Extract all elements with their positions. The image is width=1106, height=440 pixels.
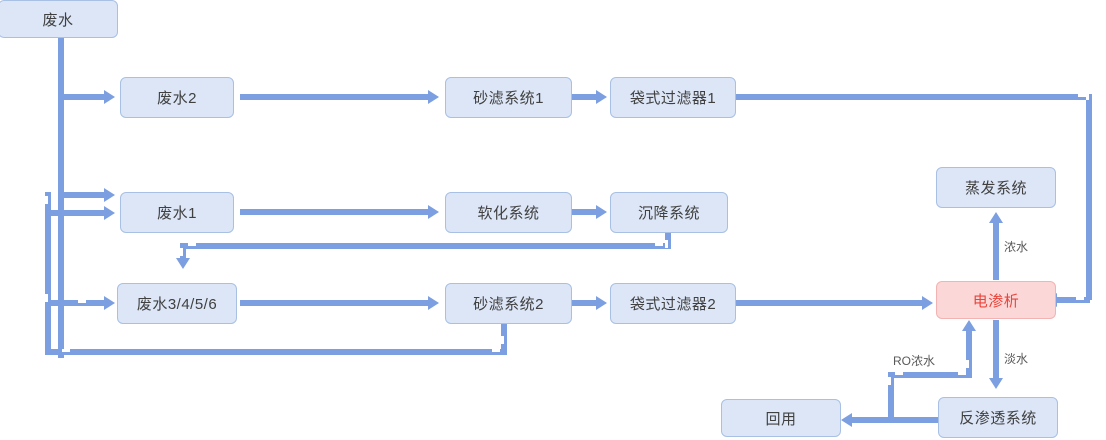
connector-bottom-return-up — [501, 320, 507, 352]
arrowhead-to-ww2 — [104, 90, 115, 104]
arrowhead-ed-from-bagfilter2 — [922, 296, 933, 310]
node-label-softening: 软化系统 — [477, 205, 540, 222]
joint-ww3456-branch — [45, 294, 48, 302]
connector-sed-left — [180, 243, 671, 249]
connector-ro-concentrate-riser — [888, 372, 894, 420]
node-label-sandfilter1: 砂滤系统1 — [473, 90, 544, 107]
node-label-wastewater1: 废水1 — [157, 205, 197, 222]
node-label-sedimentation: 沉降系统 — [637, 205, 700, 222]
node-bagfilter2[interactable]: 袋式过滤器2 — [610, 283, 736, 324]
arrowhead-to-ww1-b — [104, 206, 115, 220]
arrowhead-ww3456-from-sed — [176, 258, 190, 269]
joint-right-corner-2 — [1078, 94, 1086, 97]
arrowhead-sandfilter1 — [428, 90, 439, 104]
connector-bagfilter2-to-ed — [736, 300, 924, 306]
arrowhead-bagfilter2 — [596, 296, 607, 310]
node-label-sandfilter2: 砂滤系统2 — [473, 296, 544, 313]
joint-bottom-return-a — [62, 349, 70, 352]
node-label-reverseosmosis: 反渗透系统 — [959, 410, 1037, 427]
joint-ro-conc-corner-3 — [958, 372, 966, 375]
edge-label-concentrate: 浓水 — [1004, 240, 1029, 254]
node-softening[interactable]: 软化系统 — [445, 192, 572, 233]
connector-softening-to-sed — [572, 209, 598, 215]
arrowhead-to-ww3456 — [104, 296, 115, 310]
node-label-wastewater: 废水 — [42, 11, 74, 29]
node-wastewater1[interactable]: 废水1 — [120, 192, 234, 233]
connector-return-riser — [45, 192, 51, 352]
node-wastewater2[interactable]: 废水2 — [120, 77, 234, 118]
arrowhead-ro — [989, 378, 1003, 389]
node-wastewater3456[interactable]: 废水3/4/5/6 — [117, 283, 237, 324]
connector-right-to-ed — [1056, 297, 1090, 303]
connector-sed-down2 — [180, 243, 186, 261]
connector-ww1-to-softening — [240, 209, 430, 215]
connector-sandfilter1-to-bagfilter1 — [572, 94, 598, 100]
joint-sed-left-end-2 — [180, 248, 183, 256]
node-label-reuse: 回用 — [765, 410, 797, 428]
node-label-bagfilter2: 袋式过滤器2 — [629, 296, 717, 313]
connector-wastewater-to-ww1 — [58, 192, 106, 198]
connector-bottom-return — [45, 349, 507, 355]
node-reuse[interactable]: 回用 — [721, 399, 841, 437]
node-reverseosmosis[interactable]: 反渗透系统 — [938, 397, 1058, 438]
node-bagfilter1[interactable]: 袋式过滤器1 — [610, 77, 736, 118]
arrowhead-sedimentation — [596, 205, 607, 219]
node-label-wastewater3456: 废水3/4/5/6 — [136, 296, 218, 313]
connector-ro-concentrate-across — [888, 372, 972, 378]
connector-ed-to-ro — [993, 320, 999, 380]
node-label-electrodialysis: 电渗析 — [972, 292, 1020, 310]
connector-ed-to-evaporation — [993, 222, 999, 280]
arrowhead-ed-from-ro — [962, 320, 976, 331]
connector-ww2-to-sandfilter1 — [240, 94, 430, 100]
arrowhead-bagfilter1 — [596, 90, 607, 104]
arrowhead-to-ww1-a — [104, 188, 115, 202]
joint-ro-conc-corner — [888, 377, 891, 385]
arrowhead-softening — [428, 205, 439, 219]
connector-return-to-ww1 — [45, 210, 106, 216]
connector-sed-down — [665, 229, 671, 247]
joint-ro-conc-corner-2 — [895, 372, 903, 375]
arrowhead-reuse — [841, 413, 852, 427]
edge-label-ro-concentrate: RO浓水 — [893, 354, 936, 368]
connector-ro-concentrate-up — [966, 330, 972, 374]
connector-wastewater-trunk — [58, 38, 64, 358]
connector-bagfilter1-right — [736, 94, 1092, 100]
joint-ro-conc-corner-4 — [966, 360, 969, 368]
node-wastewater[interactable]: 废水 — [0, 0, 118, 38]
connector-to-ww3456 — [45, 300, 106, 306]
joint-bottom-return-b — [492, 349, 500, 352]
connector-sandfilter2-to-bagfilter2 — [572, 300, 598, 306]
connector-wastewater-to-ww2 — [58, 94, 106, 100]
node-label-bagfilter1: 袋式过滤器1 — [629, 90, 717, 107]
joint-right-corner — [1086, 92, 1089, 100]
connector-ww3456-to-sandfilter2 — [240, 300, 430, 306]
joint-sed-corner-2 — [655, 243, 663, 246]
joint-ww3456-branch-2 — [78, 300, 86, 303]
arrowhead-evaporation — [989, 212, 1003, 223]
joint-sed-left-end — [188, 243, 196, 246]
node-sedimentation[interactable]: 沉降系统 — [610, 192, 728, 233]
node-electrodialysis[interactable]: 电渗析 — [936, 281, 1056, 319]
edge-label-freshwater: 淡水 — [1004, 352, 1029, 366]
node-label-evaporation: 蒸发系统 — [964, 180, 1027, 197]
node-evaporation[interactable]: 蒸发系统 — [936, 167, 1056, 208]
connector-ro-to-reuse — [851, 417, 941, 423]
connector-right-down — [1086, 94, 1092, 300]
node-label-wastewater2: 废水2 — [157, 90, 197, 107]
joint-bottom-return-c — [501, 336, 504, 344]
joint-return-riser-top — [45, 196, 48, 204]
joint-sed-corner — [665, 240, 668, 248]
joint-ed-in — [1076, 297, 1084, 300]
arrowhead-sandfilter2 — [428, 296, 439, 310]
node-sandfilter1[interactable]: 砂滤系统1 — [445, 77, 572, 118]
node-sandfilter2[interactable]: 砂滤系统2 — [445, 283, 572, 324]
